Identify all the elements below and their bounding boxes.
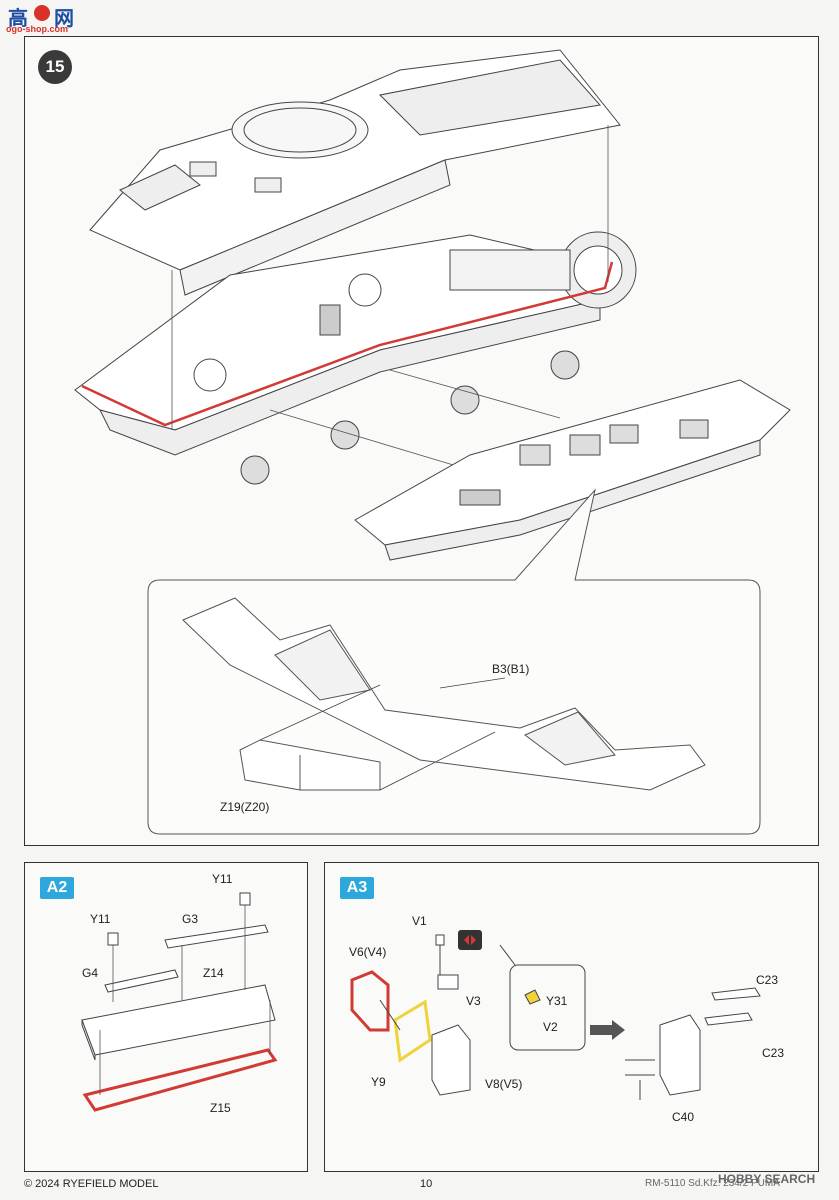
part-g4: [104, 969, 179, 993]
label-y11-left: Y11: [90, 912, 111, 926]
turret-ring: [231, 101, 369, 159]
footer-product-code: RM-5110 Sd.Kfz. 234/2 PUMA: [645, 1178, 780, 1189]
detail-inset-box: [509, 964, 586, 1051]
label-v3: V3: [466, 994, 481, 1008]
watermark-char-2: 网: [54, 8, 74, 30]
watermark-circle-icon: [34, 5, 50, 21]
part-c40: [659, 1014, 701, 1096]
label-c23-top: C23: [756, 973, 779, 987]
footer-copyright: © 2024 RYEFIELD MODEL: [24, 1178, 159, 1190]
footer-page-number: 10: [420, 1178, 433, 1190]
label-c23-bottom: C23: [762, 1046, 785, 1060]
part-g3: [164, 924, 269, 949]
label-z14: Z14: [203, 966, 224, 980]
label-y9: Y9: [371, 1075, 386, 1089]
a2-badge: A2: [40, 877, 74, 899]
a3-badge: A3: [340, 877, 374, 899]
label-c40: C40: [672, 1110, 695, 1124]
watermark-logo: 高 网 ogo-shop.com: [4, 2, 84, 34]
label-v1: V1: [412, 914, 427, 928]
label-b3: B3(B1): [492, 662, 530, 676]
footer-watermark: HOBBY SEARCH: [718, 1172, 816, 1186]
label-z15: Z15: [210, 1101, 231, 1115]
label-v6: V6(V4): [349, 945, 387, 959]
part-v6-red: [350, 970, 390, 1032]
part-y9-yellow: [393, 999, 432, 1063]
part-z15-red: [82, 1048, 278, 1112]
label-g3: G3: [182, 912, 199, 926]
label-g4: G4: [82, 966, 99, 980]
watermark-url: ogo-shop.com: [6, 24, 68, 34]
label-z19: Z19(Z20): [220, 800, 270, 814]
label-y31: Y31: [546, 994, 568, 1008]
watermark-char-1: 高: [8, 8, 28, 30]
part-v8-jerrycan: [431, 1024, 471, 1096]
option-icon: [458, 930, 482, 950]
label-v2: V2: [543, 1020, 558, 1034]
label-v8: V8(V5): [485, 1077, 523, 1091]
label-y11-top: Y11: [212, 872, 233, 886]
red-highlight-hull-edge: [81, 261, 614, 427]
step-number-badge: 15: [38, 50, 72, 84]
